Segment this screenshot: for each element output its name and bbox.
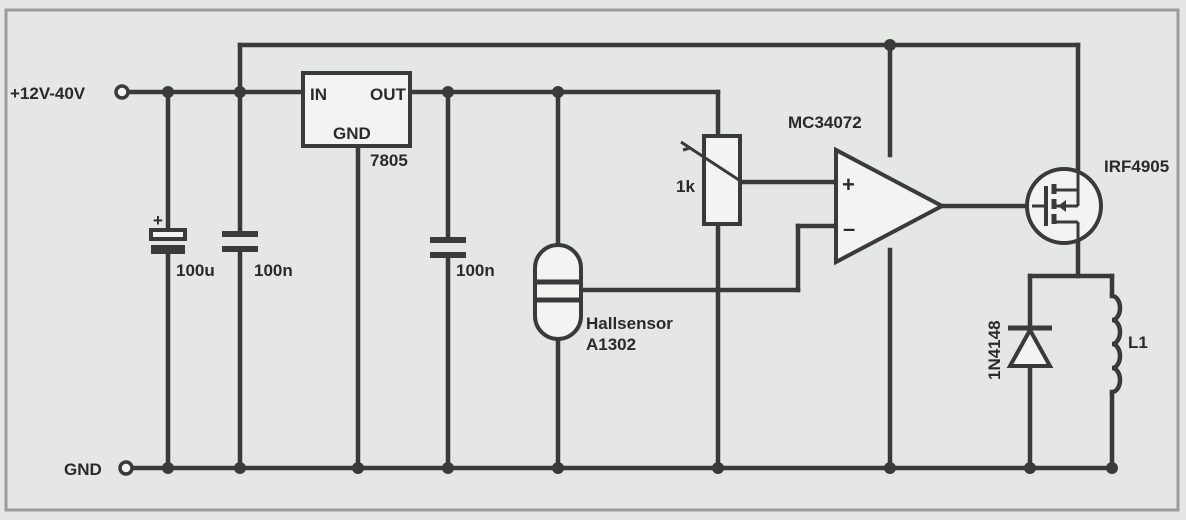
regulator-7805: IN OUT GND 7805 [301,71,412,170]
ground-terminal: GND [64,460,134,479]
inductor-label: L1 [1128,333,1148,352]
mosfet: IRF4905 [1025,157,1169,245]
hall-sensor-label: Hallsensor [586,314,673,333]
hall-sensor: Hallsensor A1302 [533,243,673,354]
opamp-plus-sign: + [842,172,855,197]
diode: 1N4148 [985,320,1054,380]
capacitor-input: 100n [222,231,293,280]
supply-label: +12V-40V [10,84,86,103]
capacitor-input-label: 100n [254,261,293,280]
opamp-minus-sign: – [843,216,855,241]
wires [125,42,1115,471]
potentiometer-label: 1k [676,177,695,196]
capacitor-electrolytic: + 100u [149,211,215,280]
potentiometer: 1k [676,134,743,226]
ground-label: GND [64,460,102,479]
diode-label: 1N4148 [985,320,1004,380]
supply-terminal: +12V-40V [10,84,130,103]
capacitor-electrolytic-label: 100u [176,261,215,280]
capacitor-output: 100n [430,237,495,280]
regulator-pin-gnd: GND [333,124,371,143]
mosfet-label: IRF4905 [1104,157,1169,176]
junction-dots [162,39,1118,474]
polarity-mark: + [153,211,163,230]
hall-sensor-part: A1302 [586,335,636,354]
capacitor-output-label: 100n [456,261,495,280]
opamp-label: MC34072 [788,113,862,132]
inductor: L1 [1109,293,1148,395]
opamp: + – MC34072 [788,113,947,266]
regulator-pin-in: IN [310,85,327,104]
diagram-frame [4,8,1180,512]
regulator-pin-out: OUT [370,85,407,104]
regulator-label: 7805 [370,151,408,170]
